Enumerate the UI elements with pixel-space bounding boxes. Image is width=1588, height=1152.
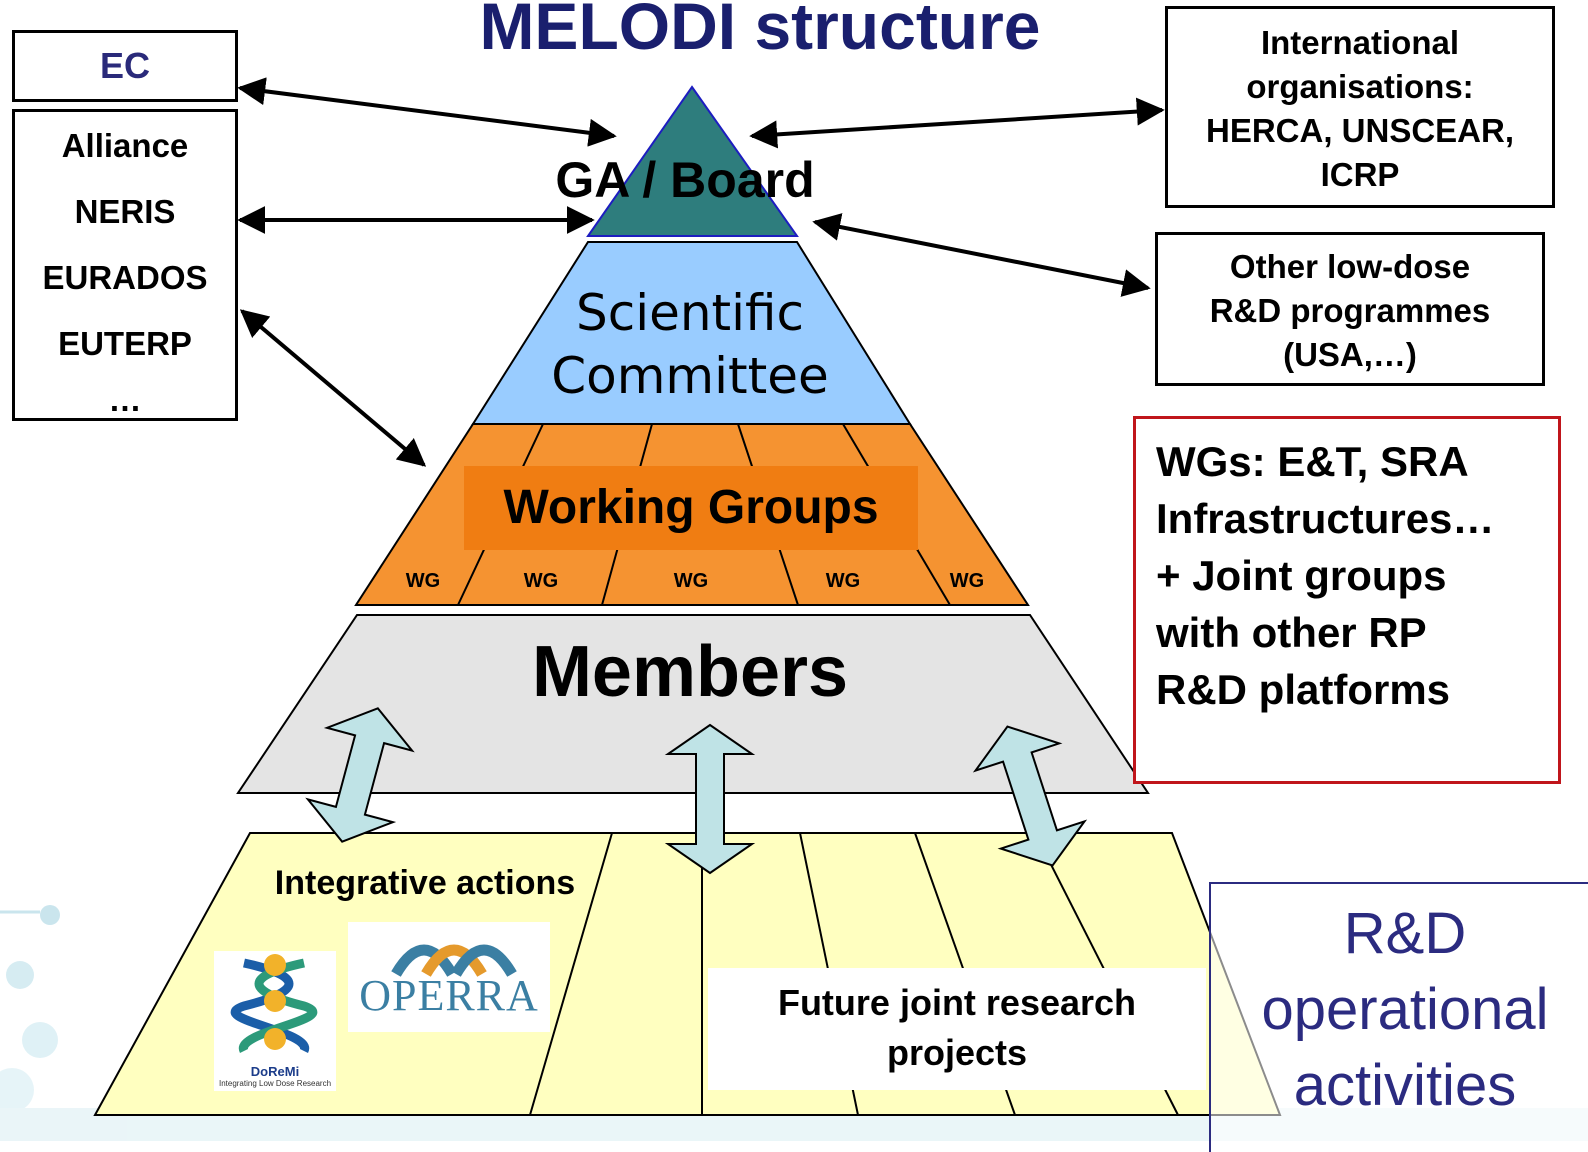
intl-line-3: HERCA, UNSCEAR, bbox=[1205, 112, 1515, 149]
arrow-intl-ga bbox=[749, 97, 1165, 149]
future-line-1: Future joint research bbox=[777, 982, 1137, 1023]
intl-line-2: organisations: bbox=[1246, 68, 1474, 105]
arrow-alliance-wg bbox=[239, 309, 427, 467]
wgs-line-3: + Joint groups bbox=[1156, 552, 1447, 599]
doremi-logo: DoReMi Integrating Low Dose Research bbox=[214, 951, 336, 1091]
international-organisations-box: International organisations: HERCA, UNSC… bbox=[1165, 6, 1555, 208]
other-line-3: (USA,…) bbox=[1283, 336, 1417, 373]
partner-neris: NERIS bbox=[74, 193, 176, 230]
wgs-line-5: R&D platforms bbox=[1156, 666, 1451, 713]
partner-ellipsis: … bbox=[108, 381, 142, 418]
future-projects-label: Future joint research projects bbox=[708, 968, 1206, 1090]
sc-line-2: Committee bbox=[551, 347, 829, 405]
partner-euterp: EUTERP bbox=[58, 325, 192, 362]
other-line-2: R&D programmes bbox=[1209, 292, 1491, 329]
other-programmes-box: Other low-dose R&D programmes (USA,…) bbox=[1155, 232, 1545, 386]
integrative-actions-label: Integrative actions bbox=[274, 864, 576, 902]
partner-platforms-box: Alliance NERIS EURADOS EUTERP … bbox=[12, 109, 238, 421]
intl-line-1: International bbox=[1260, 24, 1460, 61]
scientific-committee-layer bbox=[471, 241, 912, 425]
doremi-logo-tagline: Integrating Low Dose Research bbox=[218, 1079, 332, 1088]
operra-logo: OPERRA bbox=[348, 922, 550, 1032]
scientific-committee-label: Scientific Committee bbox=[500, 282, 880, 408]
doremi-logo-text: DoReMi bbox=[250, 1064, 300, 1079]
wgs-line-2: Infrastructures… bbox=[1156, 495, 1495, 542]
wgs-line-1: WGs: E&T, SRA bbox=[1156, 438, 1469, 485]
arrow-ec-ga bbox=[237, 77, 617, 147]
arrow-other-ga bbox=[812, 213, 1151, 297]
members-layer bbox=[236, 614, 1150, 794]
ec-box: EC bbox=[12, 30, 238, 102]
partner-eurados: EURADOS bbox=[42, 259, 208, 296]
wg-cell-5: WG bbox=[949, 570, 985, 592]
future-line-2: projects bbox=[886, 1032, 1028, 1073]
rd-operational-note: R&D operational activities bbox=[1209, 882, 1588, 1152]
block-arrow-center bbox=[664, 723, 756, 875]
ga-board-label: GA / Board bbox=[555, 152, 815, 208]
partner-alliance: Alliance bbox=[61, 127, 189, 164]
block-arrow-right bbox=[972, 725, 1088, 867]
rd-line-2: operational bbox=[1261, 977, 1549, 1042]
wg-cell-2: WG bbox=[523, 570, 559, 592]
doremi-helix-icon bbox=[230, 954, 318, 1053]
sc-line-1: Scientific bbox=[575, 284, 805, 342]
other-line-1: Other low-dose bbox=[1229, 248, 1471, 285]
operra-arches-icon bbox=[391, 944, 517, 977]
working-groups-label: Working Groups bbox=[464, 466, 918, 550]
intl-line-4: ICRP bbox=[1320, 156, 1400, 193]
wg-cell-1: WG bbox=[405, 570, 441, 592]
members-label: Members bbox=[531, 632, 849, 712]
wg-cell-4: WG bbox=[825, 570, 861, 592]
ga-board-triangle bbox=[586, 85, 799, 237]
rd-line-1: R&D bbox=[1343, 901, 1467, 966]
wgs-note-box: WGs: E&T, SRA Infrastructures… + Joint g… bbox=[1133, 416, 1561, 784]
rd-line-3: activities bbox=[1293, 1053, 1517, 1118]
wg-cell-3: WG bbox=[673, 570, 709, 592]
operra-logo-text: OPERRA bbox=[359, 971, 539, 1020]
wgs-line-4: with other RP bbox=[1156, 609, 1427, 656]
block-arrow-left bbox=[305, 707, 415, 843]
page-title: MELODI structure bbox=[479, 0, 1041, 63]
